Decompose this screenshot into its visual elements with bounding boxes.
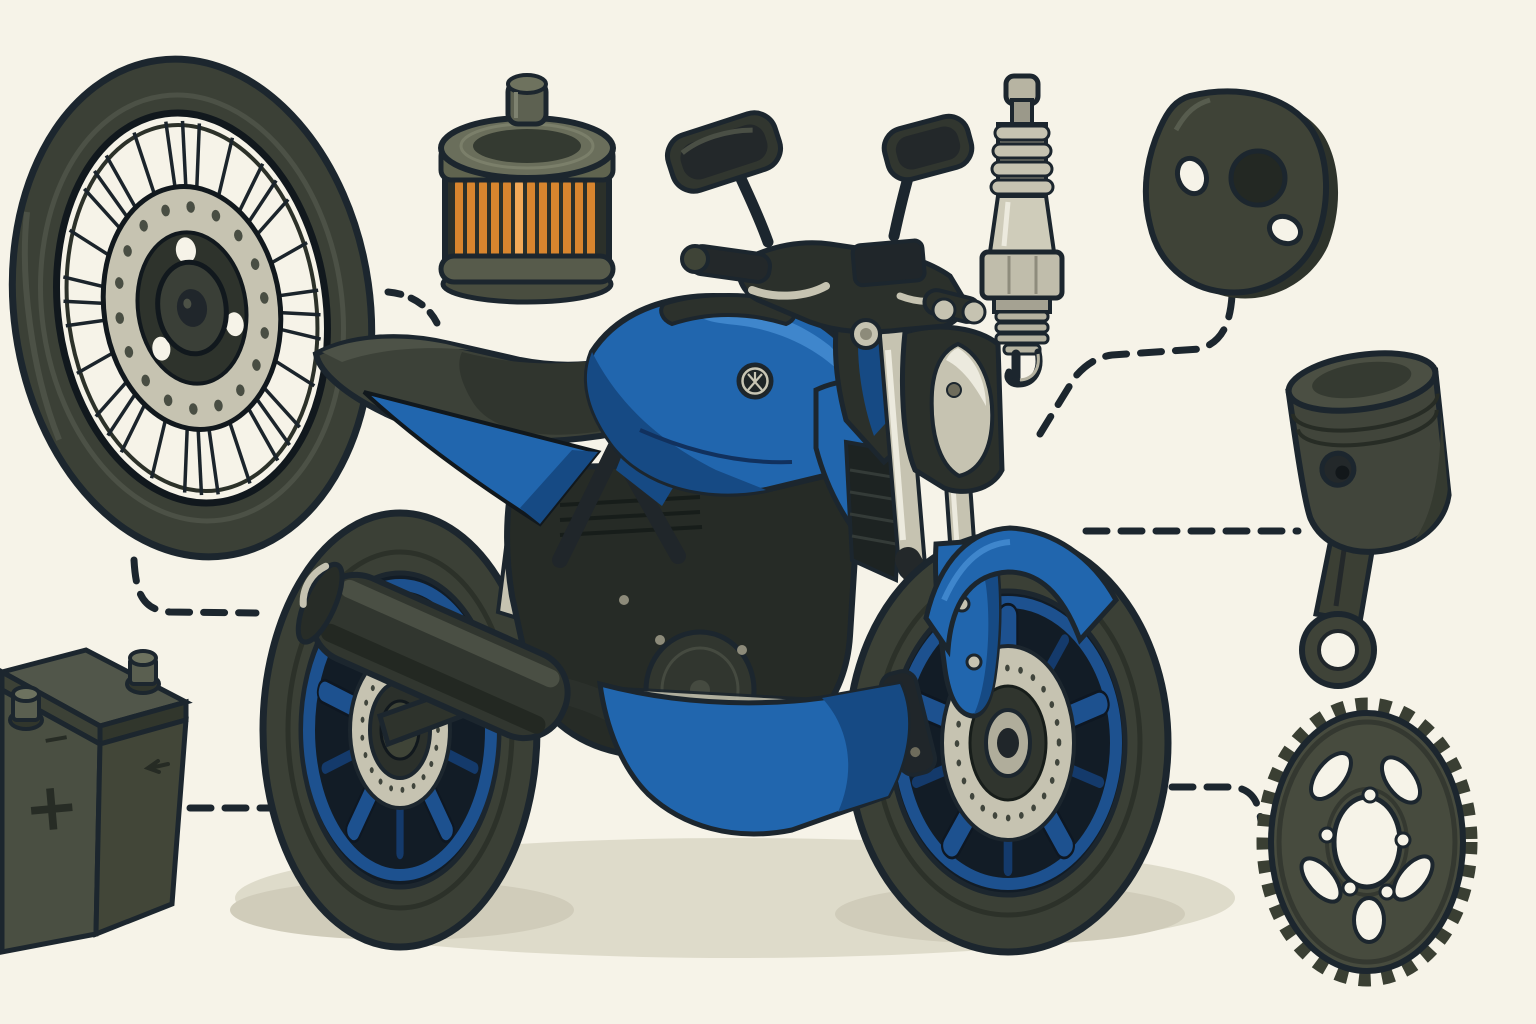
battery-negative-mark: −: [39, 717, 74, 761]
battery-arrow-mark: [143, 759, 170, 774]
battery-terminal-right: [125, 649, 161, 695]
left-mirror: [665, 110, 783, 194]
left-bar-end: [680, 244, 710, 274]
connector-filter-to-bike: [384, 288, 441, 327]
plate-hole-left: [1174, 155, 1210, 197]
right-mirror: [881, 113, 975, 183]
connector-plate-to-bike: [1036, 292, 1236, 438]
sprocket-center-hole: [1331, 794, 1403, 890]
sprocket-part: [1256, 697, 1478, 987]
battery-part: + −: [0, 647, 193, 955]
motorcycle: [259, 110, 1172, 956]
plate-hole-center: [1228, 148, 1288, 208]
clutch-lever: [748, 282, 830, 300]
plate-hole-right: [1266, 213, 1304, 247]
engine-mount-plate-part: [1142, 88, 1339, 299]
battery-terminal-left: [8, 685, 44, 731]
oil-filter-part: [438, 73, 616, 305]
piston-part: [1285, 350, 1452, 689]
connector-wheel-to-bike: [130, 556, 260, 617]
handlebar-assembly: [665, 110, 987, 350]
front-fender: [923, 525, 1120, 719]
filter-pleats: [455, 180, 595, 266]
battery-positive-mark: +: [21, 766, 83, 848]
tank-emblem: [736, 362, 774, 400]
fuel-tank: [583, 293, 872, 497]
spark-plug-part: [979, 73, 1065, 388]
exhaust-muffler: [295, 561, 571, 742]
headlight: [899, 324, 1005, 494]
belly-pan: [597, 680, 911, 837]
spoked-wheel-part: [8, 55, 376, 561]
